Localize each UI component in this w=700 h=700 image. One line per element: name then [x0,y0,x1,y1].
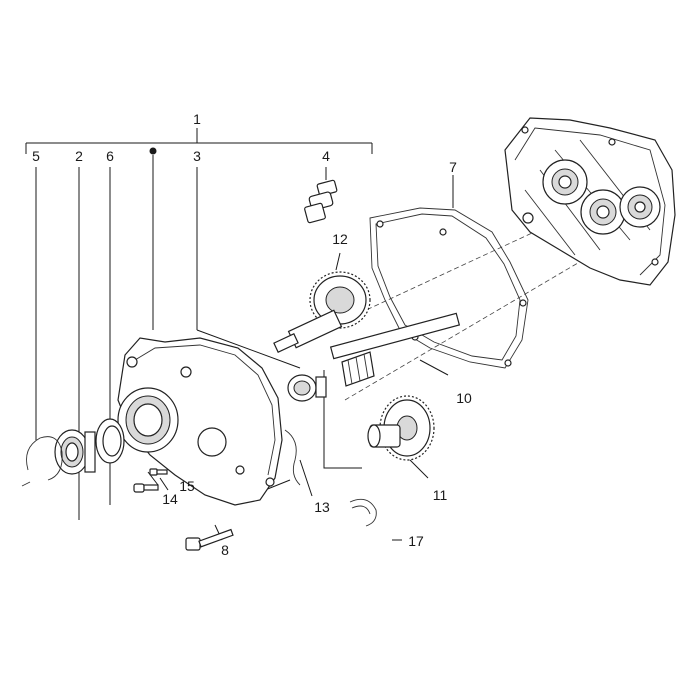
label-4: 4 [322,148,330,164]
label-6: 6 [106,148,114,164]
bearing-13 [287,374,327,402]
label-17: 17 [408,533,424,549]
gearbox-cover [117,337,301,506]
label-1: 1 [193,111,201,127]
label-8: 8 [221,542,229,558]
label-5: 5 [32,148,40,164]
part-8-bolt [185,528,234,551]
label-15: 15 [179,478,195,494]
label-10: 10 [456,390,472,406]
label-3: 3 [193,148,201,164]
part-5-circlip [21,436,63,487]
group-bracket [25,128,373,155]
label-11: 11 [433,487,448,503]
label-12: 12 [332,231,348,247]
part-17-circlip [349,498,377,527]
label-7: 7 [449,159,457,175]
part-12-gear-shaft [273,271,371,353]
part-4-screw [304,179,338,224]
part-11-gear [367,395,435,461]
bullet-marker [149,147,157,155]
label-13: 13 [314,499,330,515]
part-labels: 1 5 2 6 3 4 7 12 10 11 13 15 14 8 17 [32,111,472,558]
parts-14-15-screws [133,468,168,493]
part-6-seal [95,418,125,464]
label-2: 2 [75,148,83,164]
transmission-housing [504,117,676,286]
part-2-bearing [54,429,96,475]
label-14: 14 [162,491,178,507]
gasket [369,207,529,369]
part-10-shaft [329,312,461,387]
